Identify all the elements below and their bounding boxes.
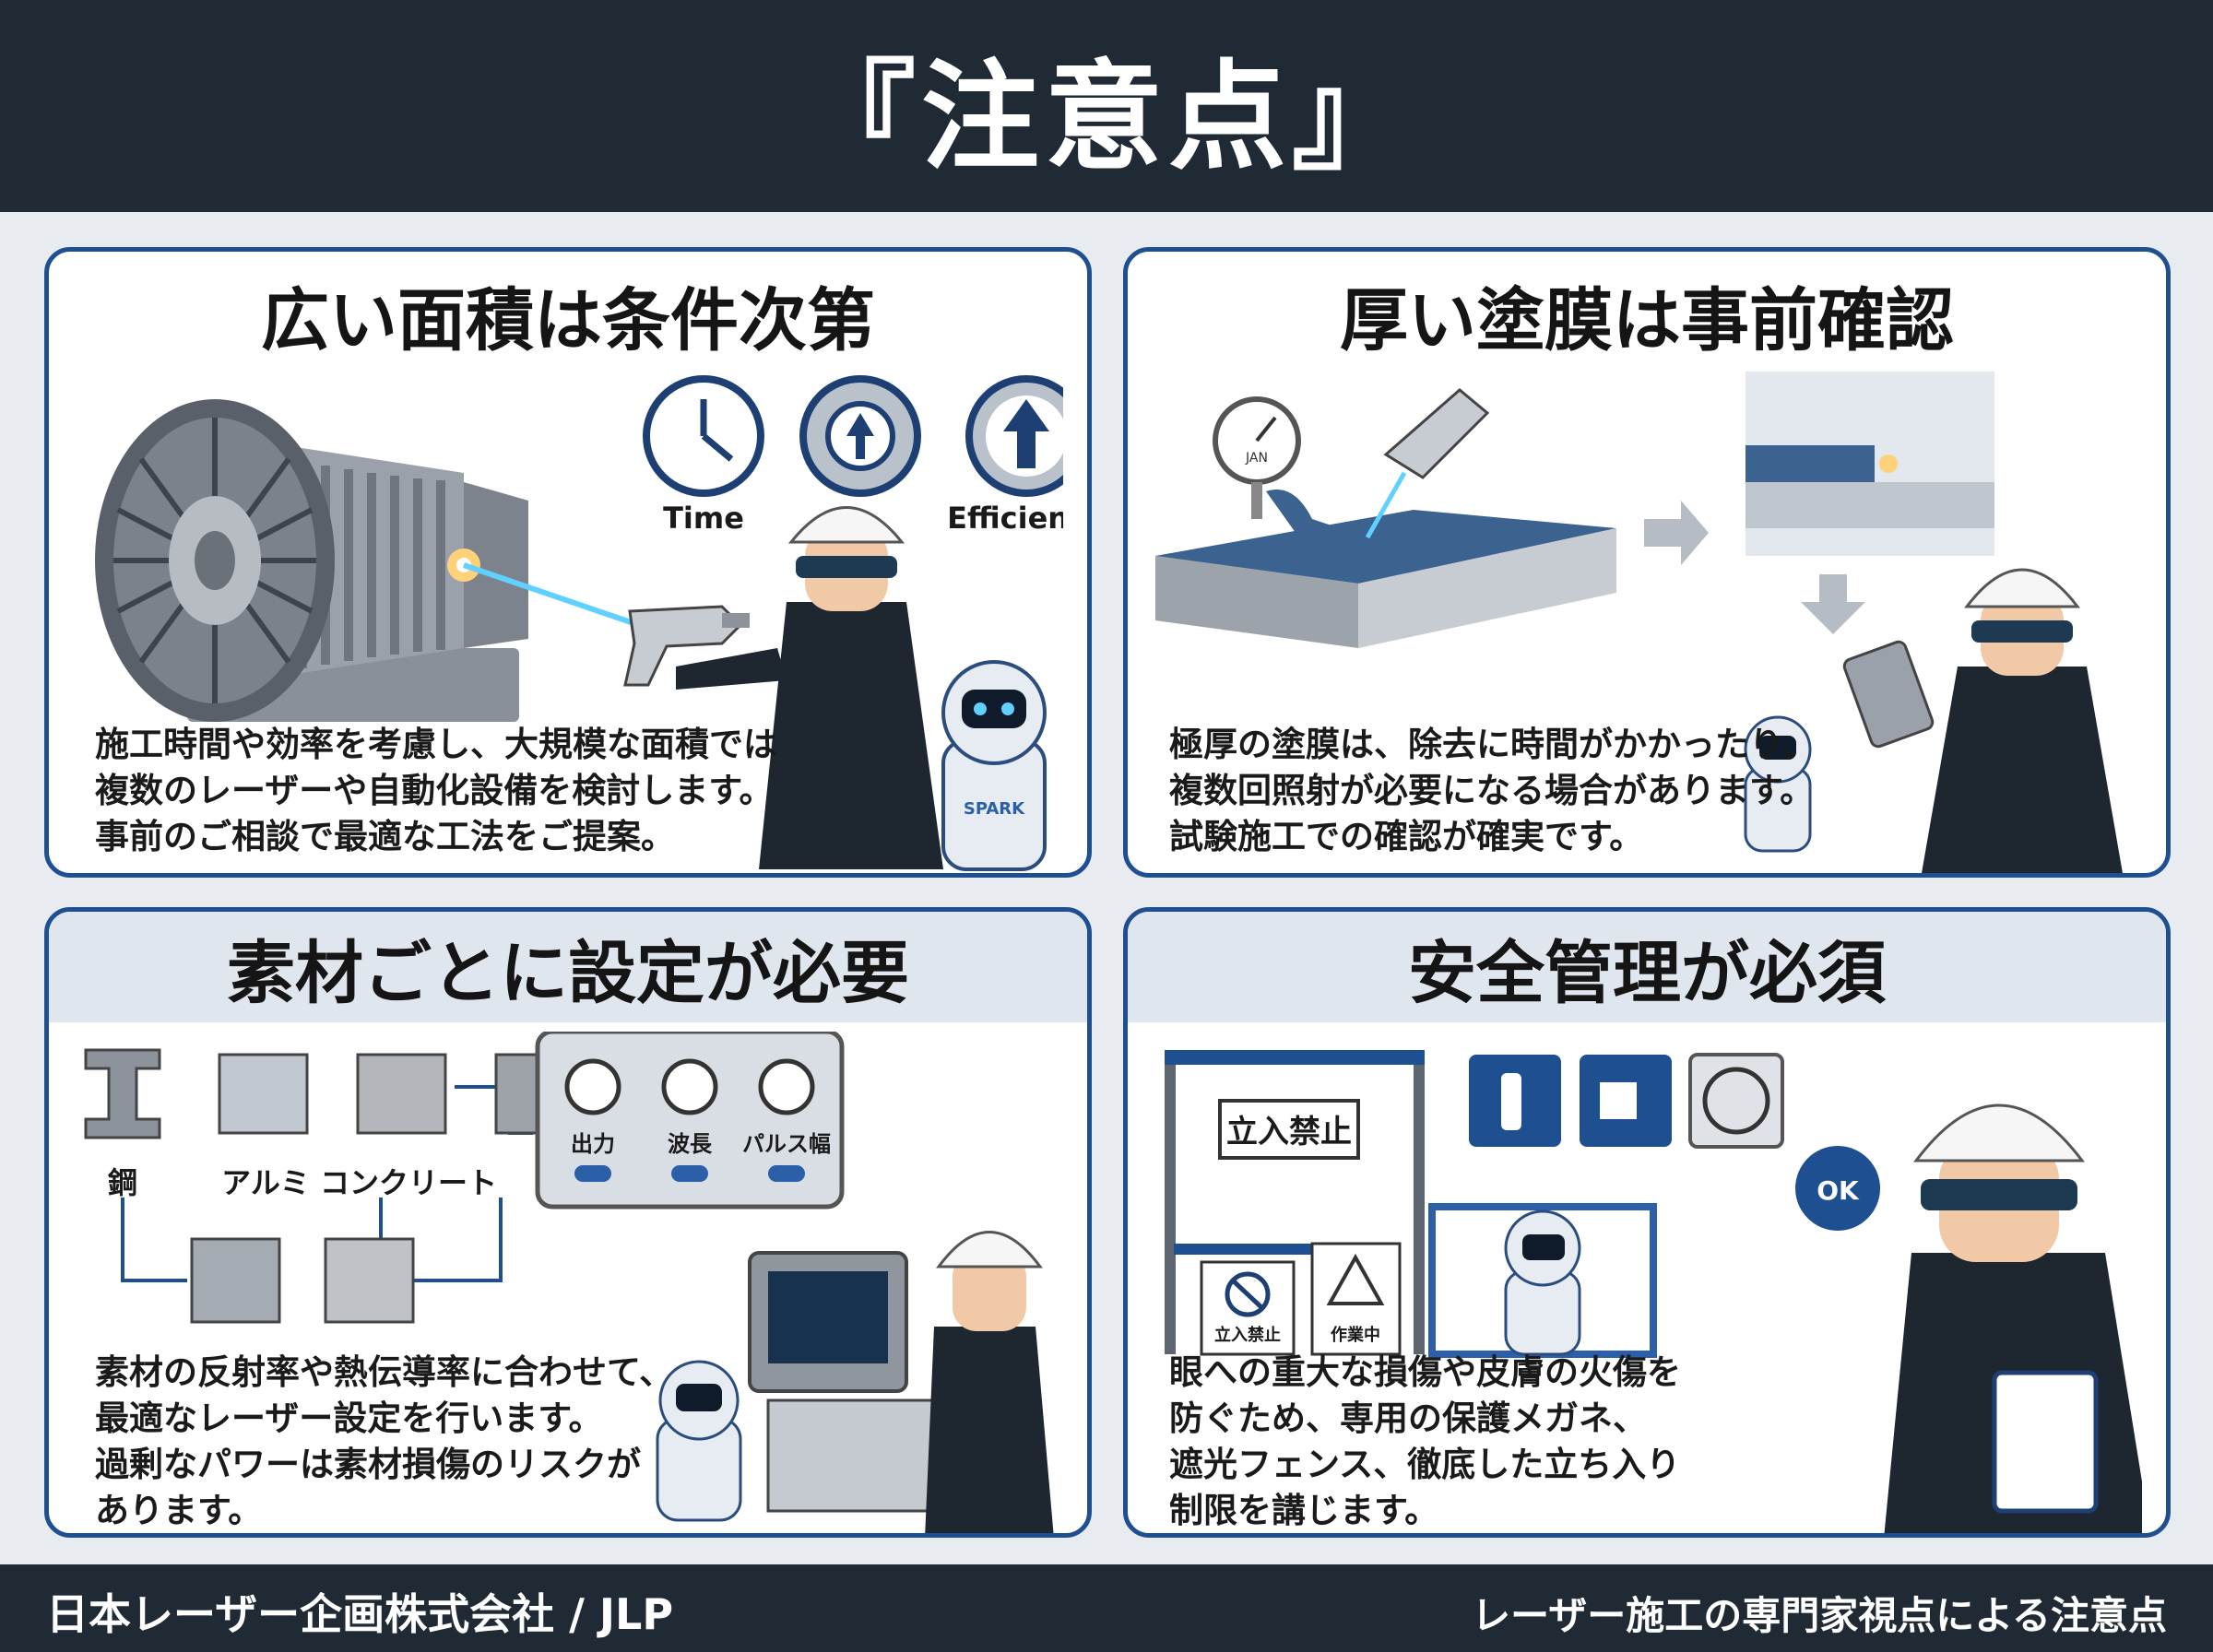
fan-icon bbox=[1688, 1053, 1784, 1149]
fire-extinguisher-icon bbox=[1469, 1055, 1561, 1147]
ok-label: OK bbox=[1817, 1175, 1860, 1206]
robot-icon bbox=[1744, 715, 1812, 853]
no-entry-sign-icon: 立入禁止 bbox=[1218, 1099, 1360, 1160]
small-sign-right: 作業中 bbox=[1331, 1325, 1380, 1345]
prohibition-sign-icon: 立入禁止 bbox=[1200, 1260, 1296, 1356]
panel-large-area: 広い面積は条件次第 bbox=[44, 247, 1092, 878]
panel-material-settings: 素材ごとに設定が必要 鋼 アルミ コンクリート 石材 出力 波長 パルス幅 bbox=[44, 907, 1092, 1538]
before-after-plate-icon bbox=[1746, 372, 1994, 556]
control-label: パルス幅 bbox=[742, 1131, 831, 1157]
robot-badge: SPARK bbox=[964, 799, 1025, 819]
material-label: 鋼 bbox=[108, 1165, 137, 1200]
clock-icon bbox=[643, 375, 764, 497]
page-header: 『注意点』 bbox=[0, 0, 2213, 212]
worker-icon bbox=[676, 506, 943, 869]
concrete-block-icon bbox=[356, 1053, 447, 1135]
robot-icon bbox=[1504, 1210, 1581, 1356]
laser-gun-icon bbox=[1365, 388, 1490, 539]
small-sign-left: 立入禁止 bbox=[1214, 1325, 1281, 1345]
panel-title: 厚い塗膜は事前確認 bbox=[1340, 280, 1954, 360]
panel-body: 極厚の塗膜は、除去に時間がかかったり、 複数回照射が必要になる場合があります。 … bbox=[1169, 725, 1817, 856]
control-label: 出力 bbox=[571, 1131, 615, 1157]
page-title: 『注意点』 bbox=[797, 48, 1415, 186]
aluminum-block-icon bbox=[218, 1053, 309, 1135]
panel-body: 施工時間や効率を考慮し、大規模な面積では 複数のレーザーや自動化設備を検討します… bbox=[95, 725, 777, 856]
panel-title: 安全管理が必須 bbox=[1128, 912, 2166, 1022]
gauge-icon: JAN bbox=[1213, 396, 1301, 519]
worker-icon bbox=[1922, 568, 2123, 873]
main-sign-label: 立入禁止 bbox=[1226, 1114, 1352, 1150]
turbine-icon bbox=[95, 399, 528, 722]
safety-illustration: 立入禁止 立入禁止 作業中 OK bbox=[1165, 1050, 2142, 1533]
footer-caption: レーザー施工の専門家視点による注意点 bbox=[1472, 1593, 2167, 1638]
metal-block-icon bbox=[1155, 490, 1616, 648]
material-label: アルミ bbox=[221, 1165, 310, 1200]
clipboard-icon bbox=[1992, 1370, 2099, 1514]
coating-removal-illustration: JAN bbox=[1155, 372, 2123, 873]
gauge-label: JAN bbox=[1245, 451, 1268, 466]
panel-body: 眼への重大な損傷や皮膚の火傷を 防ぐため、専用の保護メガネ、 遮光フェンス、徹底… bbox=[1169, 1352, 1681, 1530]
panel-thick-coating: 厚い塗膜は事前確認 JAN bbox=[1123, 247, 2171, 878]
arrow-down-icon bbox=[1801, 574, 1865, 634]
tablet-icon bbox=[1842, 640, 1935, 749]
computer-terminal-icon bbox=[748, 1251, 936, 1513]
robot-icon: SPARK bbox=[941, 660, 1047, 871]
warning-sign-icon: 作業中 bbox=[1310, 1242, 1402, 1356]
worker-icon bbox=[925, 1231, 1054, 1533]
robot-icon bbox=[656, 1360, 742, 1522]
turbine-laser-illustration: Time Efficiency SPARK bbox=[95, 375, 1063, 871]
efficiency-icon bbox=[965, 375, 1063, 497]
time-label: Time bbox=[663, 501, 744, 536]
efficiency-label: Efficiency bbox=[947, 501, 1063, 536]
arrow-right-icon bbox=[1644, 501, 1709, 565]
panel-safety-management: 安全管理が必須 立入禁止 立入禁止 作業中 bbox=[1123, 907, 2171, 1538]
materials-illustration: 鋼 アルミ コンクリート 石材 出力 波長 パルス幅 bbox=[84, 1032, 1054, 1533]
gear-icon bbox=[799, 375, 921, 497]
control-panel-icon bbox=[535, 1032, 845, 1210]
page-footer: 日本レーザー企画株式会社 / JLP レーザー施工の専門家視点による注意点 bbox=[0, 1564, 2213, 1652]
ok-hand-icon: OK bbox=[1795, 1146, 1880, 1231]
material-label: コンクリート bbox=[320, 1165, 497, 1200]
panel-body: 素材の反射率や熱伝導率に合わせて、 最適なレーザー設定を行います。 過剰なパワー… bbox=[95, 1352, 674, 1530]
granite-cube-icon bbox=[324, 1237, 415, 1324]
ventilation-icon bbox=[1580, 1055, 1672, 1147]
control-label: 波長 bbox=[668, 1131, 713, 1157]
panel-title: 素材ごとに設定が必要 bbox=[49, 912, 1087, 1022]
company-name: 日本レーザー企画株式会社 / JLP bbox=[46, 1589, 674, 1639]
steel-beam-icon bbox=[84, 1048, 161, 1139]
panel-title: 広い面積は条件次第 bbox=[261, 280, 875, 360]
laser-gun-icon bbox=[623, 605, 750, 687]
metal-cube-icon bbox=[190, 1237, 281, 1324]
